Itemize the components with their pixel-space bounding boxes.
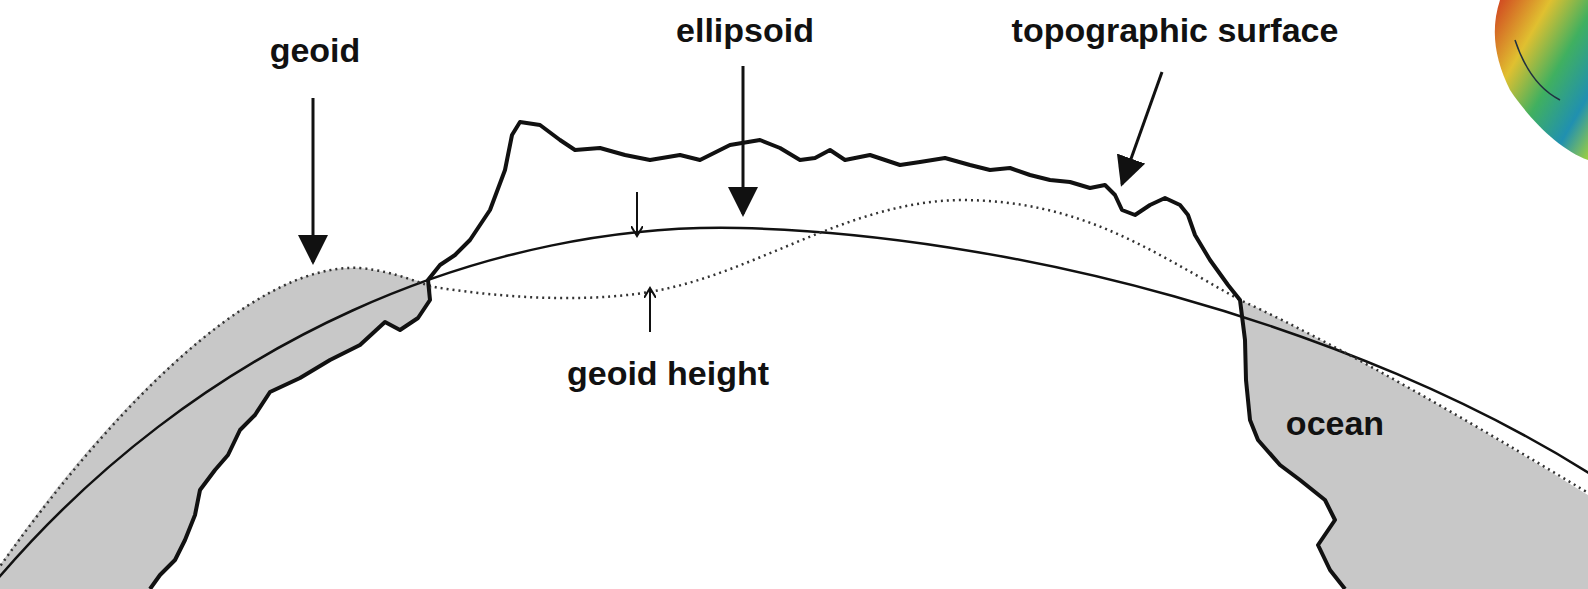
relief-image <box>1495 0 1588 160</box>
geoid-height-arrow-up <box>649 288 651 332</box>
relief-contour <box>1515 40 1560 100</box>
topographic-arrow <box>1122 72 1162 184</box>
geoid-height-label: geoid height <box>567 356 769 390</box>
geoid-label: geoid <box>270 33 361 67</box>
ellipsoid-label: ellipsoid <box>676 13 814 47</box>
geoid-curve <box>0 200 1588 589</box>
ellipsoid-curve <box>0 228 1588 589</box>
ellipsoid-arrow <box>742 66 745 214</box>
geoid-arrow <box>312 98 315 262</box>
ocean-left <box>0 268 432 589</box>
topographic-label: topographic surface <box>1012 13 1339 47</box>
geoid-height-arrow-down <box>636 192 638 236</box>
topographic-surface-line <box>150 122 1345 589</box>
ocean-right <box>1240 300 1588 589</box>
ocean-label: ocean <box>1286 406 1384 440</box>
